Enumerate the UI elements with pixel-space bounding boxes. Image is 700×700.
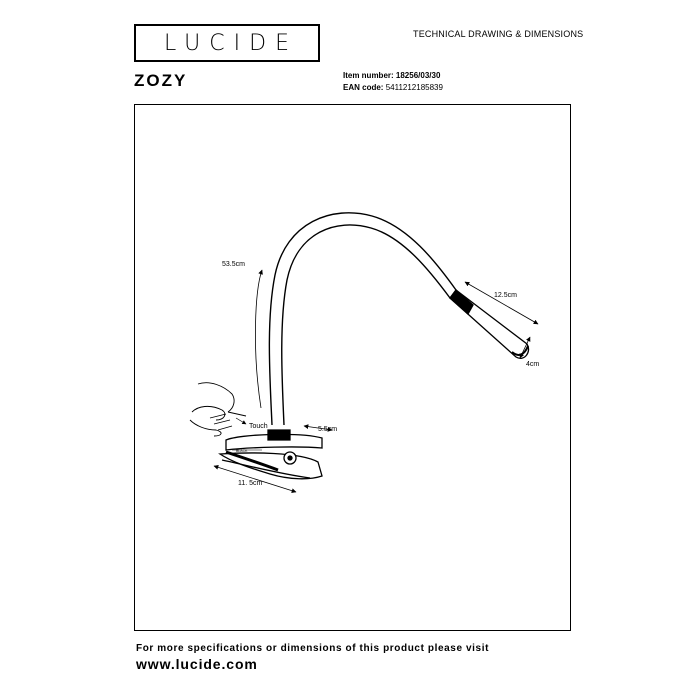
touch-pointer [235, 417, 247, 425]
dim-clip-length-label: 11. 5cm [238, 480, 263, 487]
product-name: ZOZY [134, 71, 188, 90]
lamp-arm [268, 212, 457, 426]
dim-arm-length [255, 269, 263, 409]
dim-head-width-label: 4cm [526, 361, 539, 368]
item-number-label: Item number: [343, 71, 394, 80]
document-header-label: TECHNICAL DRAWING & DIMENSIONS [413, 29, 584, 39]
ean-value: 5411212185839 [385, 83, 443, 92]
ean-label: EAN code: [343, 83, 384, 92]
dim-arm-length-label: 53.5cm [222, 261, 245, 268]
brand-logo-text: LUCIDE [164, 30, 298, 56]
dim-clip-height [303, 424, 333, 432]
footer-website-link[interactable]: www.lucide.com [136, 656, 258, 672]
lamp-head [449, 289, 530, 359]
item-number-row: Item number: 18256/03/30 [343, 71, 440, 80]
dim-head-length [464, 281, 539, 325]
drawing-frame [134, 104, 571, 631]
item-number-value: 18256/03/30 [395, 71, 441, 80]
dim-head-width [519, 336, 531, 359]
svg-text:BLACK: BLACK [236, 449, 248, 453]
dim-clip-length [213, 465, 297, 493]
hand-sketch [189, 382, 247, 437]
footer-info-text: For more specifications or dimensions of… [136, 643, 489, 654]
brand-logo: LUCIDE [134, 24, 320, 62]
ean-row: EAN code: 5411212185839 [343, 83, 443, 92]
dim-head-length-label: 12.5cm [494, 292, 517, 299]
touch-label: Touch [249, 423, 268, 430]
lamp-clip: BLACK [218, 429, 323, 480]
dim-clip-height-label: 5.5cm [318, 426, 337, 433]
